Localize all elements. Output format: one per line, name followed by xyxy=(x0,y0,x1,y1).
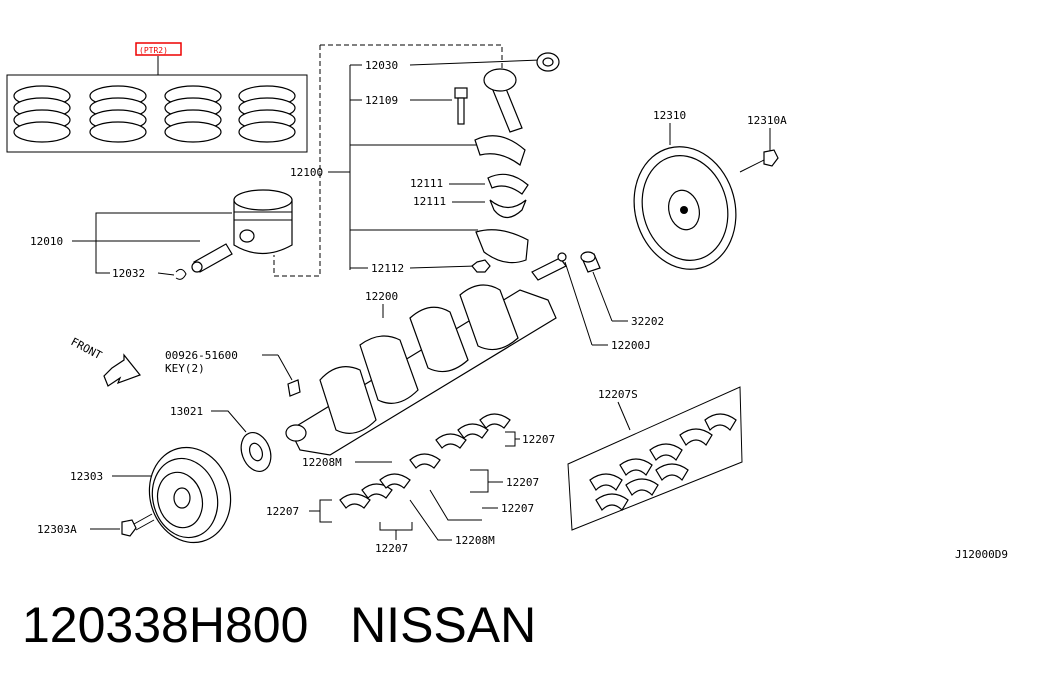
label-00926-51600: 00926-51600 xyxy=(165,349,238,362)
label-12200J: 12200J xyxy=(611,339,651,352)
part-number-footer: 120338H800 NISSAN xyxy=(22,596,536,654)
woodruff-key[interactable] xyxy=(287,379,301,397)
piston-ring-set[interactable] xyxy=(6,74,308,153)
label-12207-4: 12207 xyxy=(266,505,299,518)
label-12208M-1: 12208M xyxy=(302,456,342,469)
front-label: FRONT xyxy=(69,335,105,362)
label-12112: 12112 xyxy=(371,262,404,275)
part-number: 120338H800 xyxy=(22,597,309,653)
crank-pin[interactable] xyxy=(557,252,567,262)
con-rod-bearing-upper[interactable] xyxy=(487,173,529,195)
label-12207-3: 12207 xyxy=(501,502,534,515)
label-12030: 12030 xyxy=(365,59,398,72)
flywheel-bolt[interactable] xyxy=(739,149,779,173)
label-12303: 12303 xyxy=(70,470,103,483)
label-12207S: 12207S xyxy=(598,388,638,401)
connecting-rod[interactable] xyxy=(474,68,526,166)
piston[interactable] xyxy=(233,189,293,254)
main-bearings-group[interactable] xyxy=(339,413,511,509)
label-12109: 12109 xyxy=(365,94,398,107)
label-12310: 12310 xyxy=(653,109,686,122)
highlight-label: (PTR2) xyxy=(139,46,168,55)
piston-pin[interactable] xyxy=(191,243,233,273)
label-32202: 32202 xyxy=(631,315,664,328)
crankshaft[interactable] xyxy=(285,257,567,456)
con-rod-cap[interactable] xyxy=(475,229,529,264)
con-rod-nut[interactable] xyxy=(471,259,491,273)
crank-sprocket[interactable] xyxy=(236,428,276,475)
label-12010: 12010 xyxy=(30,235,63,248)
front-arrow-icon xyxy=(103,353,141,387)
pulley-bolt[interactable] xyxy=(121,513,155,537)
label-12100: 12100 xyxy=(290,166,323,179)
con-rod-bearing-lower[interactable] xyxy=(489,199,527,219)
label-12310A: 12310A xyxy=(747,114,787,127)
highlight-box xyxy=(135,42,182,56)
main-bearing-set[interactable] xyxy=(567,386,743,531)
label-key-desc: KEY(2) xyxy=(165,362,205,375)
label-12207-1: 12207 xyxy=(522,433,555,446)
snap-ring[interactable] xyxy=(175,268,187,280)
label-13021: 13021 xyxy=(170,405,203,418)
crank-pulley[interactable] xyxy=(139,438,241,551)
label-12303A: 12303A xyxy=(37,523,77,536)
pilot-bushing[interactable] xyxy=(580,251,601,273)
con-rod-bolt[interactable] xyxy=(454,87,468,125)
label-12207-2: 12207 xyxy=(506,476,539,489)
con-rod-bushing[interactable] xyxy=(536,52,560,72)
brand-name: NISSAN xyxy=(350,597,537,653)
label-12111-b: 12111 xyxy=(413,195,446,208)
label-12111-a: 12111 xyxy=(410,177,443,190)
label-12032: 12032 xyxy=(112,267,145,280)
label-12208M-2: 12208M xyxy=(455,534,495,547)
drawing-code: J12000D9 xyxy=(955,548,1008,561)
label-12200: 12200 xyxy=(365,290,398,303)
label-12207-5: 12207 xyxy=(375,542,408,555)
flywheel[interactable] xyxy=(621,135,750,281)
